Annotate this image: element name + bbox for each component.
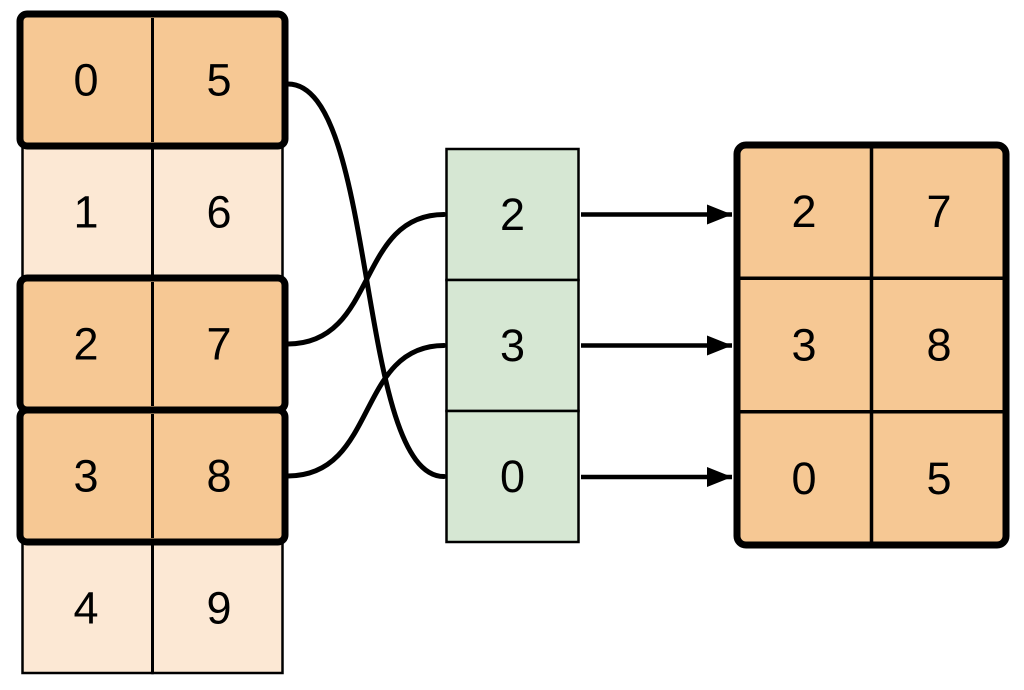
result-cell-0-0: 2 bbox=[791, 186, 816, 237]
source-to-index-connectors bbox=[285, 81, 447, 479]
source-cell-4-0: 4 bbox=[73, 583, 98, 634]
source-cell-1-0: 1 bbox=[73, 187, 98, 238]
result-cell-2-0: 0 bbox=[791, 453, 816, 504]
index-to-result-arrows bbox=[581, 204, 732, 487]
source-cell-3-1: 8 bbox=[206, 451, 231, 502]
curve-source-row3-to-index-3 bbox=[285, 343, 447, 479]
index-cell-2-value: 0 bbox=[500, 451, 525, 502]
source-cell-1-1: 6 bbox=[206, 187, 231, 238]
source-row-1-cell-1 bbox=[151, 145, 284, 279]
curve-source-row2-to-index-2 bbox=[285, 212, 447, 347]
result-cell-0-1: 7 bbox=[926, 186, 951, 237]
source-cell-2-1: 7 bbox=[206, 319, 231, 370]
index-column: 2 3 0 bbox=[445, 147, 580, 544]
source-cell-0-0: 0 bbox=[73, 55, 98, 106]
source-cell-4-1: 9 bbox=[206, 583, 231, 634]
result-table: 2 7 3 8 0 5 bbox=[733, 141, 1010, 549]
index-cell-2-bg bbox=[445, 409, 580, 544]
index-cell-1-value: 3 bbox=[500, 320, 525, 371]
result-cell-1-1: 8 bbox=[926, 320, 951, 371]
result-cell-1-0: 3 bbox=[791, 320, 816, 371]
result-cell-2-1: 5 bbox=[926, 453, 951, 504]
source-table: 0 5 1 6 2 7 3 8 4 9 bbox=[16, 10, 289, 675]
source-cell-0-1: 5 bbox=[206, 55, 231, 106]
source-cell-2-0: 2 bbox=[73, 319, 98, 370]
source-row-4-cell-1 bbox=[151, 541, 284, 675]
index-cell-0-value: 2 bbox=[500, 189, 525, 240]
source-cell-3-0: 3 bbox=[73, 451, 98, 502]
